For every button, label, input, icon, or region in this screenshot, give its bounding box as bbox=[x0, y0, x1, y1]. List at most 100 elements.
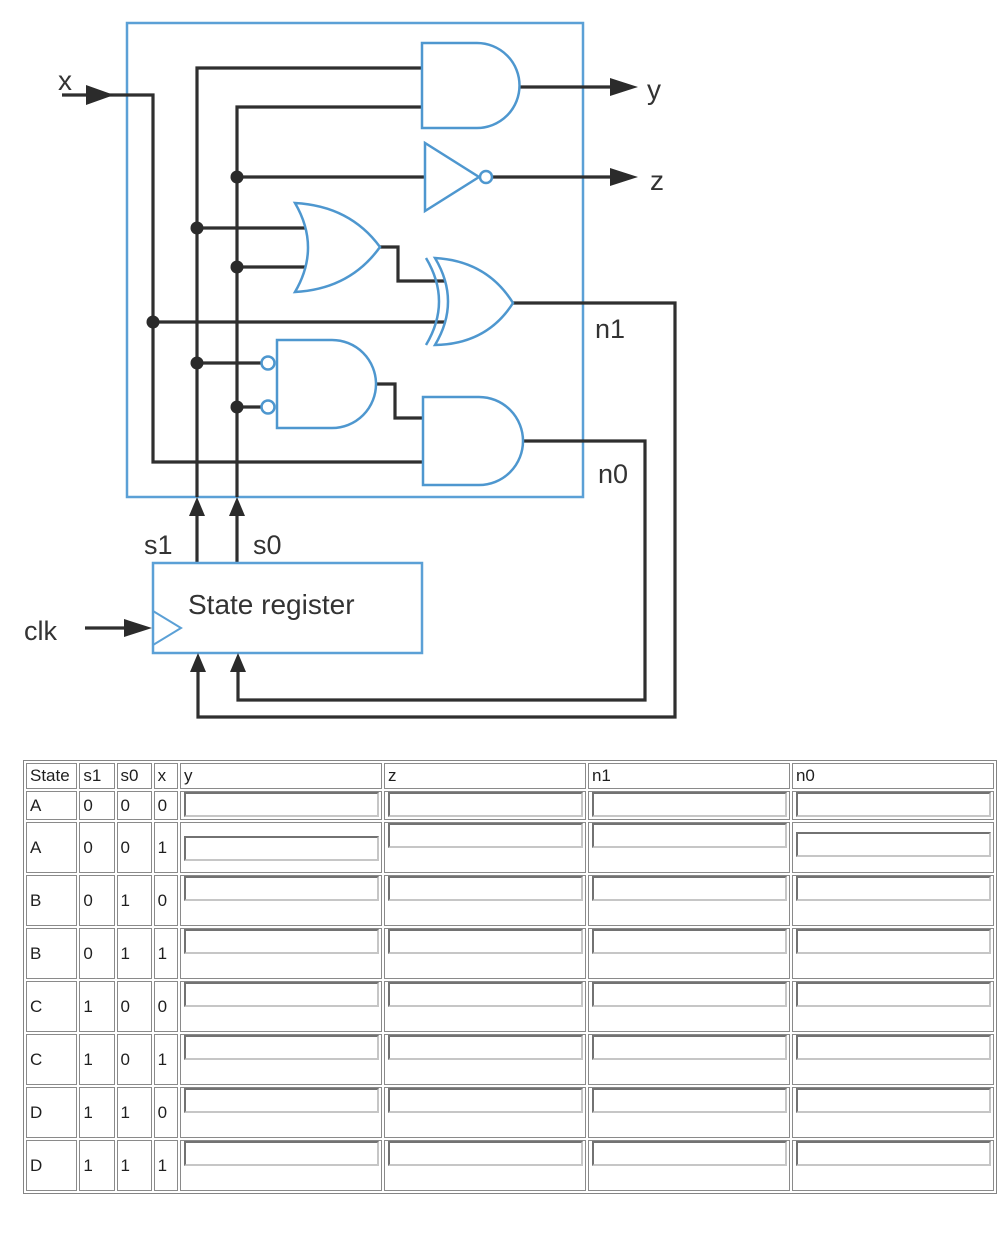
z-input-row-1[interactable] bbox=[387, 792, 583, 817]
n0-input-row-3[interactable] bbox=[795, 876, 991, 901]
table-header-row: State s1 s0 x y z n1 n0 bbox=[26, 763, 994, 789]
nand-bubble1-icon bbox=[260, 355, 276, 371]
wire-nand-to-and bbox=[376, 382, 426, 420]
y-input-row-5[interactable] bbox=[183, 982, 379, 1007]
s1-cell: 1 bbox=[79, 981, 115, 1032]
table-row: C 1 0 0 bbox=[26, 981, 994, 1032]
header-s0: s0 bbox=[116, 763, 152, 789]
y-input-row-1[interactable] bbox=[183, 792, 379, 817]
y-input-row-2[interactable] bbox=[183, 836, 379, 861]
table-row: D 1 1 0 bbox=[26, 1087, 994, 1138]
s0-cell: 0 bbox=[116, 822, 152, 873]
wires bbox=[62, 66, 677, 719]
xor-gate-icon bbox=[432, 256, 515, 347]
combinational-logic-box bbox=[125, 21, 585, 499]
table-row: D 1 1 1 bbox=[26, 1140, 994, 1191]
n0-input-row-8[interactable] bbox=[795, 1141, 991, 1166]
or-gate-icon bbox=[292, 201, 382, 294]
x-cell: 0 bbox=[153, 981, 178, 1032]
z-input-row-3[interactable] bbox=[387, 876, 583, 901]
n1-input-row-7[interactable] bbox=[591, 1088, 787, 1113]
not-bubble-icon bbox=[478, 169, 494, 185]
table-row: B 0 1 0 bbox=[26, 875, 994, 926]
n0-input-row-5[interactable] bbox=[795, 982, 991, 1007]
nand-bubble2-icon bbox=[260, 399, 276, 415]
y-input-row-7[interactable] bbox=[183, 1088, 379, 1113]
y-input-row-3[interactable] bbox=[183, 876, 379, 901]
s1-cell: 1 bbox=[79, 1034, 115, 1085]
state-cell: A bbox=[26, 822, 78, 873]
x-arrowhead bbox=[86, 85, 114, 105]
header-z: z bbox=[383, 763, 586, 789]
arrowheads bbox=[86, 78, 638, 672]
x-cell: 1 bbox=[153, 1140, 178, 1191]
y-input-row-8[interactable] bbox=[183, 1141, 379, 1166]
label-s1: s1 bbox=[144, 530, 173, 560]
junction-dots bbox=[146, 170, 244, 414]
n1-input-row-1[interactable] bbox=[591, 792, 787, 817]
s1-cell: 1 bbox=[79, 1140, 115, 1191]
state-cell: B bbox=[26, 928, 78, 979]
s0-cell: 0 bbox=[116, 1034, 152, 1085]
s0-cell: 1 bbox=[116, 875, 152, 926]
z-input-row-8[interactable] bbox=[387, 1141, 583, 1166]
label-state-register: State register bbox=[188, 589, 355, 620]
state-cell: C bbox=[26, 981, 78, 1032]
label-s0: s0 bbox=[253, 530, 282, 560]
s1-cell: 0 bbox=[79, 875, 115, 926]
state-cell: D bbox=[26, 1087, 78, 1138]
wire-s0-net bbox=[235, 105, 424, 497]
header-s1: s1 bbox=[79, 763, 115, 789]
s0-cell: 1 bbox=[116, 1087, 152, 1138]
n0-input-row-6[interactable] bbox=[795, 1035, 991, 1060]
n1-input-row-2[interactable] bbox=[591, 823, 787, 848]
circuit-labels: x y z n1 n0 s1 s0 clk State register bbox=[24, 65, 664, 646]
n1-input-row-8[interactable] bbox=[591, 1141, 787, 1166]
z-input-row-4[interactable] bbox=[387, 929, 583, 954]
n1-input-row-6[interactable] bbox=[591, 1035, 787, 1060]
z-input-row-5[interactable] bbox=[387, 982, 583, 1007]
wire-n0-feedback bbox=[236, 439, 647, 702]
x-cell: 0 bbox=[153, 1087, 178, 1138]
x-cell: 0 bbox=[153, 875, 178, 926]
n0-input-row-4[interactable] bbox=[795, 929, 991, 954]
x-cell: 1 bbox=[153, 928, 178, 979]
header-x: x bbox=[153, 763, 178, 789]
y-input-row-4[interactable] bbox=[183, 929, 379, 954]
z-arrowhead bbox=[610, 168, 638, 186]
label-x: x bbox=[58, 65, 72, 96]
state-register-box bbox=[151, 561, 424, 655]
y-input-row-6[interactable] bbox=[183, 1035, 379, 1060]
truth-table: State s1 s0 x y z n1 n0 A 0 0 0 A 0 0 1 bbox=[23, 760, 997, 1194]
state-cell: A bbox=[26, 791, 78, 820]
n1-input-row-5[interactable] bbox=[591, 982, 787, 1007]
z-input-row-2[interactable] bbox=[387, 823, 583, 848]
z-input-row-6[interactable] bbox=[387, 1035, 583, 1060]
n0-input-row-7[interactable] bbox=[795, 1088, 991, 1113]
wire-or-to-xor bbox=[380, 245, 450, 283]
n0-input-row-1[interactable] bbox=[795, 792, 991, 817]
circuit-diagram: x y z n1 n0 s1 s0 clk State register bbox=[24, 21, 677, 719]
n1-input-row-4[interactable] bbox=[591, 929, 787, 954]
s0-cell: 1 bbox=[116, 928, 152, 979]
x-cell: 0 bbox=[153, 791, 178, 820]
n1-input-row-3[interactable] bbox=[591, 876, 787, 901]
clock-triangle-icon bbox=[152, 610, 183, 646]
n1-feedback-arrowhead bbox=[190, 653, 206, 672]
table-row: A 0 0 1 bbox=[26, 822, 994, 873]
wire-s1-net bbox=[195, 66, 424, 497]
table-row: C 1 0 1 bbox=[26, 1034, 994, 1085]
header-state: State bbox=[26, 763, 78, 789]
n0-input-row-2[interactable] bbox=[795, 832, 991, 857]
label-n0: n0 bbox=[598, 459, 628, 489]
gates bbox=[260, 41, 525, 487]
label-clk: clk bbox=[24, 616, 57, 646]
y-arrowhead bbox=[610, 78, 638, 96]
header-y: y bbox=[179, 763, 382, 789]
state-cell: C bbox=[26, 1034, 78, 1085]
x-cell: 1 bbox=[153, 1034, 178, 1085]
s1-cell: 0 bbox=[79, 928, 115, 979]
z-input-row-7[interactable] bbox=[387, 1088, 583, 1113]
xor-lead-curve bbox=[424, 257, 441, 346]
